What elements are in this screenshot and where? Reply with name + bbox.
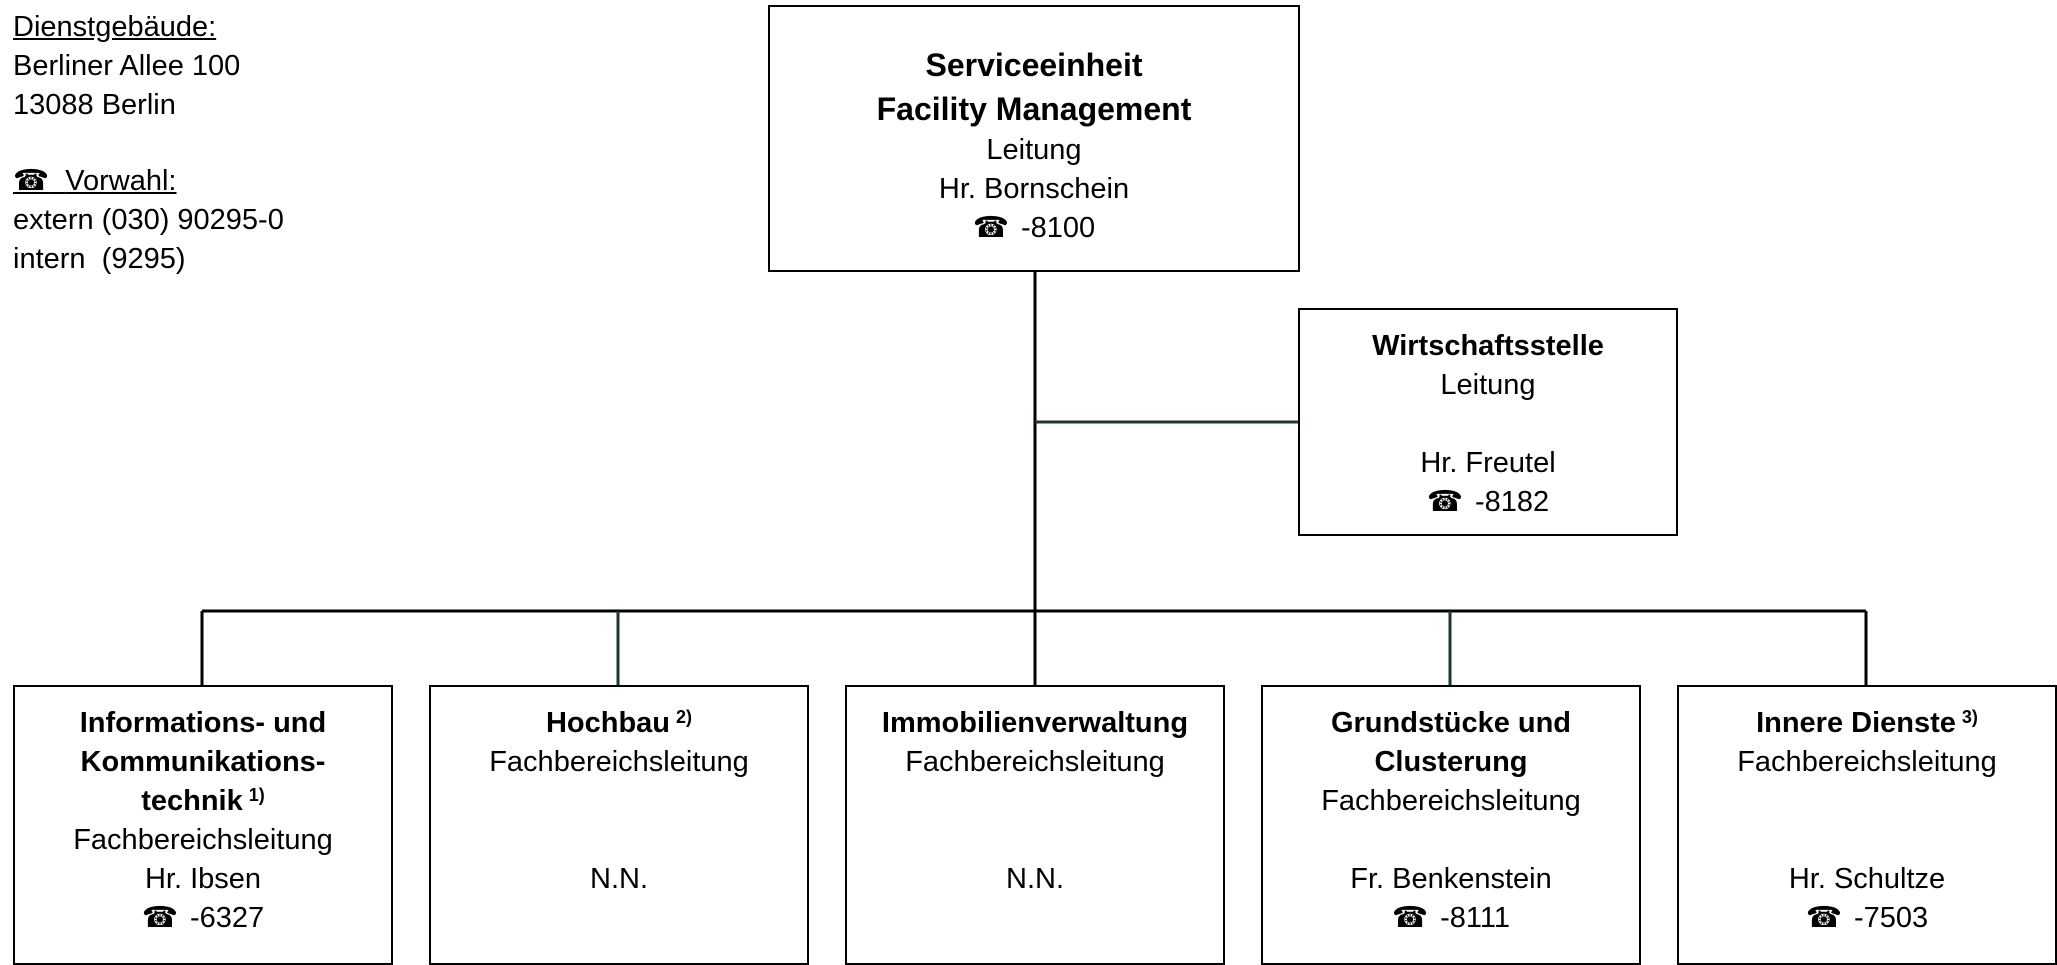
- top-management-box: Serviceeinheit Facility Management Leitu…: [768, 5, 1300, 272]
- spacer: [431, 782, 807, 821]
- unit-role: Fachbereichsleitung: [1737, 746, 1997, 778]
- unit-box-grundstuecke: Grundstücke und Clusterung Fachbereichsl…: [1261, 685, 1641, 965]
- spacer: [1679, 821, 2055, 860]
- unit-title: Grundstücke und: [1330, 707, 1572, 739]
- footnote-marker: 2): [676, 707, 693, 727]
- unit-box-immobilienverwaltung: Immobilienverwaltung Fachbereichsleitung…: [845, 685, 1225, 965]
- top-role: Leitung: [986, 134, 1082, 166]
- side-phone-number: -8182: [1474, 486, 1550, 518]
- prefix-heading: ☎ Vorwahl:: [13, 162, 284, 201]
- prefix-label: Vorwahl:: [65, 165, 177, 197]
- footnote-marker: 3): [1961, 707, 1978, 727]
- side-title: Wirtschaftsstelle: [1372, 330, 1604, 362]
- spacer: [847, 821, 1223, 860]
- unit-title: Clusterung: [1374, 746, 1528, 778]
- footnote-marker: 1): [248, 785, 265, 805]
- spacer: [431, 821, 807, 860]
- unit-role: Fachbereichsleitung: [905, 746, 1165, 778]
- unit-title: Kommunikations-: [80, 746, 326, 778]
- side-role: Leitung: [1440, 369, 1536, 401]
- spacer: [1679, 782, 2055, 821]
- unit-phone-number: -6327: [189, 902, 265, 934]
- spacer: [1263, 821, 1639, 860]
- phone-icon: ☎: [1392, 902, 1429, 934]
- unit-role: Fachbereichsleitung: [489, 746, 749, 778]
- unit-phone-number: -7503: [1853, 902, 1929, 934]
- unit-phone: ☎ -6327: [15, 899, 391, 938]
- top-title-1: Serviceeinheit: [925, 47, 1143, 83]
- street: Berliner Allee 100: [13, 50, 241, 82]
- phone-icon: ☎: [1426, 486, 1463, 518]
- unit-title: Innere Dienste: [1756, 707, 1956, 739]
- unit-person: Hr. Ibsen: [144, 863, 262, 895]
- top-person: Hr. Bornschein: [938, 173, 1130, 205]
- unit-role: Fachbereichsleitung: [73, 824, 333, 856]
- phone-icon: ☎: [141, 902, 178, 934]
- unit-title: technik: [141, 785, 243, 817]
- phone-icon: ☎: [972, 212, 1009, 244]
- unit-role: Fachbereichsleitung: [1321, 785, 1581, 817]
- building-label: Dienstgebäude:: [13, 11, 217, 43]
- spacer: [847, 782, 1223, 821]
- city: 13088 Berlin: [13, 89, 176, 121]
- unit-box-ikt: Informations- und Kommunikations- techni…: [13, 685, 393, 965]
- intern-number: intern (9295): [13, 243, 186, 275]
- top-title-2: Facility Management: [876, 91, 1192, 127]
- address-block: Dienstgebäude: Berliner Allee 100 13088 …: [13, 8, 284, 279]
- phone-icon: ☎: [13, 165, 50, 197]
- spacer: [1300, 405, 1676, 444]
- unit-phone: ☎ -8111: [1263, 899, 1639, 938]
- unit-person: N.N.: [1006, 863, 1064, 895]
- unit-title: Hochbau: [545, 707, 671, 739]
- side-person: Hr. Freutel: [1420, 447, 1556, 479]
- unit-phone: ☎ -7503: [1679, 899, 2055, 938]
- top-phone: ☎ -8100: [770, 209, 1298, 248]
- unit-title: Immobilienverwaltung: [881, 707, 1189, 739]
- unit-person: Fr. Benkenstein: [1350, 863, 1552, 895]
- side-phone: ☎ -8182: [1300, 483, 1676, 522]
- wirtschaftsstelle-box: Wirtschaftsstelle Leitung Hr. Freutel ☎-…: [1298, 308, 1678, 536]
- unit-phone-number: -8111: [1440, 902, 1510, 934]
- phone-icon: ☎: [1805, 902, 1842, 934]
- unit-person: N.N.: [590, 863, 648, 895]
- top-phone-number: -8100: [1020, 212, 1096, 244]
- extern-number: extern (030) 90295-0: [13, 204, 284, 236]
- unit-title: Informations- und: [79, 707, 327, 739]
- unit-person: Hr. Schultze: [1788, 863, 1946, 895]
